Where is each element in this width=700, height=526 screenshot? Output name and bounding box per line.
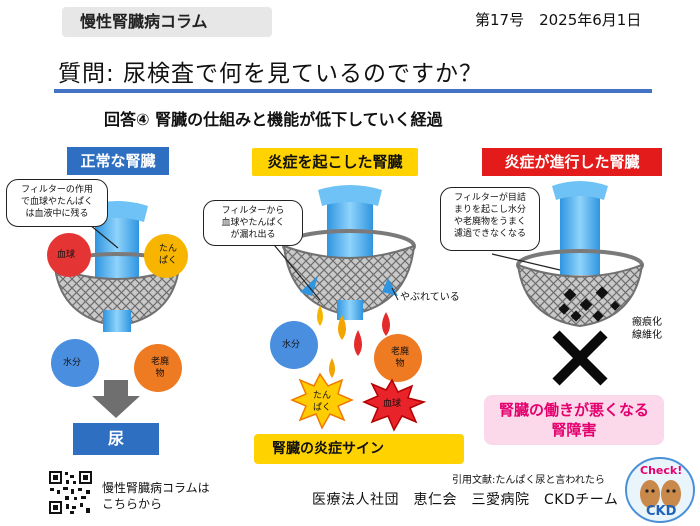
inflamed-water-label: 水分 xyxy=(282,340,301,350)
normal-blood-ball xyxy=(47,233,91,277)
protein-drop-icon xyxy=(338,315,346,340)
label-line: 瘢痕化 xyxy=(632,317,662,328)
advanced-strainer xyxy=(516,181,644,328)
bubble-line: や老廃物をうまく xyxy=(453,217,526,227)
label-line: 物 xyxy=(395,359,405,369)
bubble-line: フィルターから xyxy=(221,206,285,216)
blood-drop-icon xyxy=(354,330,362,356)
damage-line: 腎障害 xyxy=(551,421,597,439)
normal-protein-label: たん ぱく xyxy=(159,243,177,267)
normal-blood-label: 血球 xyxy=(57,250,76,260)
bubble-line: は血液中に残る xyxy=(25,209,89,219)
scarring-label: 瘢痕化 線維化 xyxy=(632,316,662,342)
inflamed-protein-label: たん ぱく xyxy=(313,390,331,414)
logo-ckd-text: CKD xyxy=(646,504,677,519)
header-divider xyxy=(54,89,652,93)
inflamed-kidney-title: 炎症を起こした腎臓 xyxy=(252,148,418,176)
normal-water-label: 水分 xyxy=(63,358,82,368)
bubble-line: まりを起こし水分 xyxy=(453,205,526,215)
torn-label: やぶれている xyxy=(400,292,460,303)
advanced-kidney-title: 炎症が進行した腎臓 xyxy=(482,148,662,176)
urine-result-box: 尿 xyxy=(73,423,159,455)
series-tag: 慢性腎臓病コラム xyxy=(62,7,272,37)
inflamed-bubble-pointer xyxy=(269,239,321,301)
logo-check-text: Check! xyxy=(640,464,683,477)
issue-date: 第17号 2025年6月1日 xyxy=(475,11,642,29)
inflamed-blood-label: 血球 xyxy=(383,399,402,409)
normal-explanation-bubble: フィルターの作用 で血球やたんぱく は血液中に残る xyxy=(6,179,108,227)
inflamed-waste-label: 老廃 物 xyxy=(391,346,409,370)
inflamed-strainer xyxy=(282,185,416,320)
normal-kidney-title: 正常な腎臓 xyxy=(67,147,169,175)
check-ckd-logo xyxy=(625,457,695,523)
label-line: たん xyxy=(159,244,178,254)
bubble-line: フィルターの作用 xyxy=(21,185,93,195)
label-line: ぱく xyxy=(313,403,332,413)
advanced-bubble-pointer xyxy=(491,253,561,271)
question-title: 質問: 尿検査で何を見ているのですか？ xyxy=(58,61,484,87)
torn-pointer xyxy=(391,287,399,301)
protein-drop-icon xyxy=(317,305,323,326)
inflamed-water-ball xyxy=(270,321,318,369)
inflamed-waste-ball xyxy=(374,334,422,382)
bubble-line: で血球やたんぱく xyxy=(20,197,93,207)
label-line: ぱく xyxy=(159,256,178,266)
label-line: 老廃 xyxy=(151,357,170,367)
normal-waste-ball xyxy=(134,344,182,392)
qr-caption-line: 慢性腎臓病コラムは xyxy=(102,481,210,495)
kidney-damage-box: 腎臓の働きが悪くなる 腎障害 xyxy=(484,395,664,445)
blood-drop-icon xyxy=(382,312,390,336)
bubble-line: 濾過できなくなる xyxy=(453,229,526,239)
bubble-line: 血球やたんぱく xyxy=(221,218,285,228)
answer-heading: 回答④ 腎臓の仕組みと機能が低下していく経過 xyxy=(104,110,443,129)
advanced-explanation-bubble: フィルターが目詰 まりを起こし水分 や老廃物をうまく 濾過できなくなる xyxy=(440,187,540,251)
protein-drop-icon xyxy=(329,358,335,378)
normal-protein-ball xyxy=(144,234,188,278)
inflammation-sign-box: 腎臓の炎症サイン xyxy=(254,434,464,464)
bubble-line: フィルターが目詰 xyxy=(454,193,526,203)
normal-water-ball xyxy=(51,339,99,387)
label-line: 物 xyxy=(155,369,165,379)
blood-burst-icon xyxy=(362,378,427,432)
label-line: たん xyxy=(313,391,332,401)
citation: 引用文献:たんぱく尿と言われたら xyxy=(452,475,605,486)
qr-code-icon xyxy=(48,470,93,515)
blocked-x-icon xyxy=(552,330,608,386)
inflammation-sign-text: 腎臓の炎症サイン xyxy=(272,441,384,457)
qr-caption: 慢性腎臓病コラムは こちらから xyxy=(102,480,210,512)
bubble-line: が漏れ出る xyxy=(230,230,276,240)
label-line: 線維化 xyxy=(632,330,662,341)
normal-waste-label: 老廃 物 xyxy=(151,356,169,380)
down-arrow-icon xyxy=(92,380,140,418)
qr-caption-line: こちらから xyxy=(102,497,163,511)
inflamed-explanation-bubble: フィルターから 血球やたんぱく が漏れ出る xyxy=(203,200,303,246)
damage-line: 腎臓の働きが悪くなる xyxy=(498,401,649,419)
label-line: 老廃 xyxy=(391,347,410,357)
protein-burst-icon xyxy=(290,372,354,430)
organization: 医療法人社団 恵仁会 三愛病院 CKDチーム xyxy=(312,492,619,508)
